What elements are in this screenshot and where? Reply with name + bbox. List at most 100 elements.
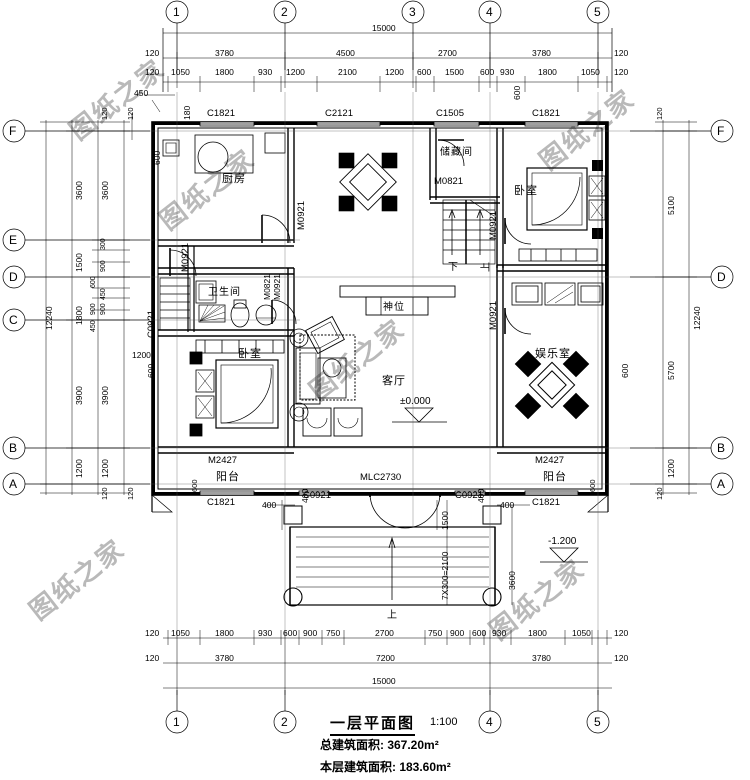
dim-top2-14: 120 — [614, 67, 629, 77]
dim-600-left: 600 — [152, 150, 162, 165]
dim-top2-10: 600 — [480, 67, 495, 77]
room-living: 客厅 — [382, 375, 406, 387]
grid-bubble-b-right: B — [717, 441, 726, 455]
dim-left-1800: 1800 — [74, 306, 84, 325]
grid-bubble-a-right: A — [717, 477, 726, 491]
dim-inner-900b: 900 — [90, 303, 97, 315]
dim-inner-600: 600 — [90, 276, 97, 288]
window-c2121-top: C2121 — [325, 108, 353, 119]
drawing-title: 一层平面图 — [330, 712, 416, 736]
grid-bubble-f-right: F — [717, 124, 725, 138]
dim-bot1-3: 1800 — [215, 628, 234, 638]
door-m2427-left: M2427 — [208, 455, 238, 466]
dim-top-4: 2700 — [438, 48, 457, 58]
grid-bubble-e-left: E — [9, 233, 18, 247]
door-m0921-bedroom-right: M0921 — [488, 210, 499, 240]
dim-bot1-15: 120 — [614, 628, 629, 638]
dim-top-2: 3780 — [215, 48, 234, 58]
dim-bot1-6: 900 — [303, 628, 318, 638]
dim-inner-300: 300 — [100, 238, 107, 250]
door-c0921-stair: C0921 — [146, 310, 157, 338]
dim-inner-450a: 450 — [100, 288, 107, 300]
dim-600-right: 600 — [620, 363, 630, 378]
door-m0821-storage: M0821 — [434, 176, 464, 187]
dim-right-120-bot: 120 — [655, 487, 664, 500]
dim-1500-porch: 1500 — [440, 511, 450, 530]
dim-top-3: 4500 — [336, 48, 355, 58]
room-balcony-right: 阳台 — [543, 471, 567, 483]
dim-bot2-2: 3780 — [215, 653, 234, 663]
grid-bubble-b-left: B — [9, 441, 18, 455]
dim-400-d: 400 — [500, 500, 515, 510]
dim-bot1-12: 930 — [492, 628, 507, 638]
door-m0921-entertainment: M0921 — [488, 300, 499, 330]
dim-top-1: 120 — [145, 48, 160, 58]
window-c0921-bot-right: C0921 — [455, 490, 483, 501]
dim-left-1200b: 1200 — [100, 459, 110, 478]
dim-180: 180 — [182, 105, 192, 120]
dim-600-top-right: 600 — [512, 85, 522, 100]
dim-450: 450 — [134, 88, 149, 98]
dim-left-3900a: 3900 — [74, 386, 84, 405]
room-kitchen: 厨房 — [222, 173, 246, 185]
grid-bubble-d-left: D — [9, 270, 18, 284]
room-entertainment: 娱乐室 — [535, 348, 571, 360]
dim-overall-width-bot: 15000 — [372, 676, 396, 686]
dim-bot1-1: 120 — [145, 628, 160, 638]
dim-right-120-top: 120 — [655, 107, 664, 120]
dim-top2-2: 1050 — [171, 67, 190, 77]
dim-left-3900b: 3900 — [100, 386, 110, 405]
dim-bot1-10: 900 — [450, 628, 465, 638]
dim-top2-12: 1800 — [538, 67, 557, 77]
grid-bubble-c-left: C — [9, 313, 18, 327]
room-bedroom-right: 卧室 — [514, 185, 538, 197]
room-balcony-left: 阳台 — [216, 471, 240, 483]
dim-bot1-9: 750 — [428, 628, 443, 638]
drawing-scale: 1:100 — [430, 716, 458, 728]
dim-bot1-11: 600 — [472, 628, 487, 638]
dim-top2-3: 1800 — [215, 67, 234, 77]
grid-bubble-5-bot: 5 — [594, 715, 601, 729]
dim-left-120-bot: 120 — [100, 487, 109, 500]
room-bathroom: 卫生间 — [208, 287, 241, 298]
window-c0921-bot-left: C0921 — [303, 490, 331, 501]
dim-bot1-5: 600 — [283, 628, 298, 638]
dim-top2-13: 1050 — [581, 67, 600, 77]
dim-bot1-2: 1050 — [171, 628, 190, 638]
dim-bot2-4: 3780 — [532, 653, 551, 663]
door-m0921-kitchen: M0921 — [296, 200, 307, 230]
grid-bubble-4-top: 4 — [486, 5, 493, 19]
grid-bubble-4-bot: 4 — [486, 715, 493, 729]
dim-inner-900c: 900 — [100, 303, 107, 315]
room-storage: 储藏间 — [440, 147, 473, 158]
dim-600-mid: 600 — [146, 363, 156, 378]
dim-left-120-top2: 120 — [126, 107, 135, 120]
grid-bubble-3-top: 3 — [409, 5, 416, 19]
door-m0921-bath-upper: M0921 — [180, 242, 191, 272]
dim-overall-width-top: 15000 — [372, 23, 396, 33]
dim-bot1-8: 2700 — [375, 628, 394, 638]
dim-left-120-bot2: 120 — [126, 487, 135, 500]
dim-inner-900a: 900 — [100, 260, 107, 272]
door-mlc2730: MLC2730 — [360, 472, 402, 483]
grid-bubble-2-top: 2 — [281, 5, 288, 19]
porch-up-label: 上 — [387, 610, 397, 621]
dim-right-5700: 5700 — [666, 361, 676, 380]
dim-400-a: 400 — [262, 500, 277, 510]
dim-right-1200: 1200 — [666, 459, 676, 478]
dim-stair-run: 7X300=2100 — [440, 551, 450, 600]
grid-bubble-1-bot: 1 — [173, 715, 180, 729]
dim-top2-1: 120 — [145, 67, 160, 77]
dim-left-1200a: 1200 — [74, 459, 84, 478]
dim-right-5100: 5100 — [666, 196, 676, 215]
dim-top2-9: 1500 — [445, 67, 464, 77]
stair-down-label: 下 — [448, 262, 458, 273]
window-c1821-top-right: C1821 — [532, 108, 560, 119]
room-bedroom-left: 卧室 — [238, 348, 262, 360]
dim-left-120-top: 120 — [100, 107, 109, 120]
grid-bubble-a-left: A — [9, 477, 18, 491]
stair-up-label: 上 — [481, 262, 492, 272]
dim-top2-6: 2100 — [338, 67, 357, 77]
